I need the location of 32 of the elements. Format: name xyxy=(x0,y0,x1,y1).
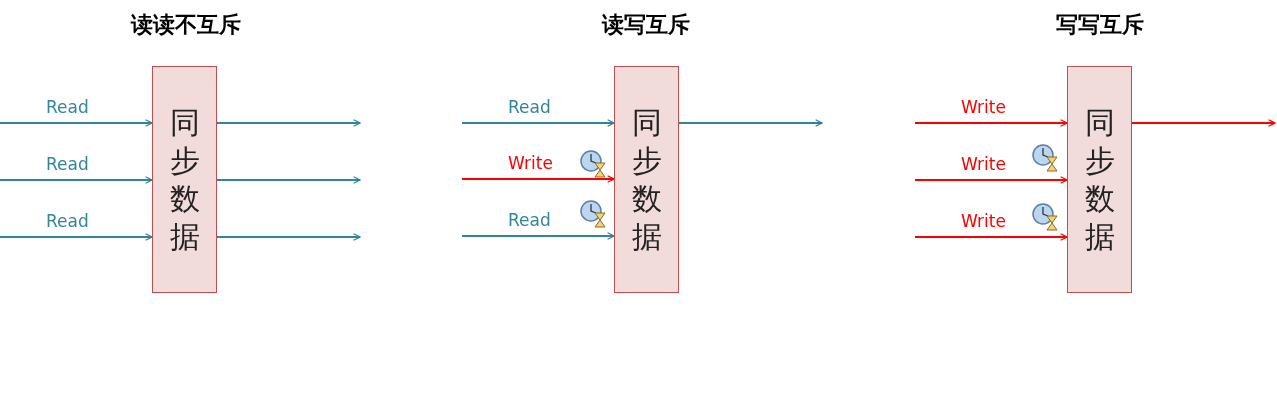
edge-label: Read xyxy=(46,97,89,117)
edge-label: Write xyxy=(508,153,553,173)
process-box xyxy=(152,66,217,293)
arrow xyxy=(678,119,823,127)
box-text: 同步数据 xyxy=(168,103,201,256)
process-box xyxy=(1067,66,1132,293)
panel-heading: 读读不互斥 xyxy=(131,10,241,39)
arrow xyxy=(0,176,153,184)
arrow xyxy=(1131,119,1276,127)
arrow xyxy=(914,176,1068,184)
edge-label: Read xyxy=(46,154,89,174)
arrow xyxy=(216,233,361,241)
arrow xyxy=(461,232,615,240)
edge-label: Write xyxy=(961,97,1006,117)
box-text: 同步数据 xyxy=(1083,103,1116,256)
box-text: 同步数据 xyxy=(630,103,663,256)
arrow xyxy=(216,119,361,127)
arrow xyxy=(0,233,153,241)
arrow xyxy=(914,119,1068,127)
edge-label: Write xyxy=(961,154,1006,174)
arrow xyxy=(914,233,1068,241)
arrow xyxy=(461,119,615,127)
edge-label: Read xyxy=(46,211,89,231)
panel-heading: 读写互斥 xyxy=(602,10,690,39)
process-box xyxy=(614,66,679,293)
edge-label: Read xyxy=(508,97,551,117)
panel-heading: 写写互斥 xyxy=(1056,10,1144,39)
arrow xyxy=(0,119,153,127)
edge-label: Read xyxy=(508,210,551,230)
edge-label: Write xyxy=(961,211,1006,231)
arrow xyxy=(461,175,615,183)
arrow xyxy=(216,176,361,184)
